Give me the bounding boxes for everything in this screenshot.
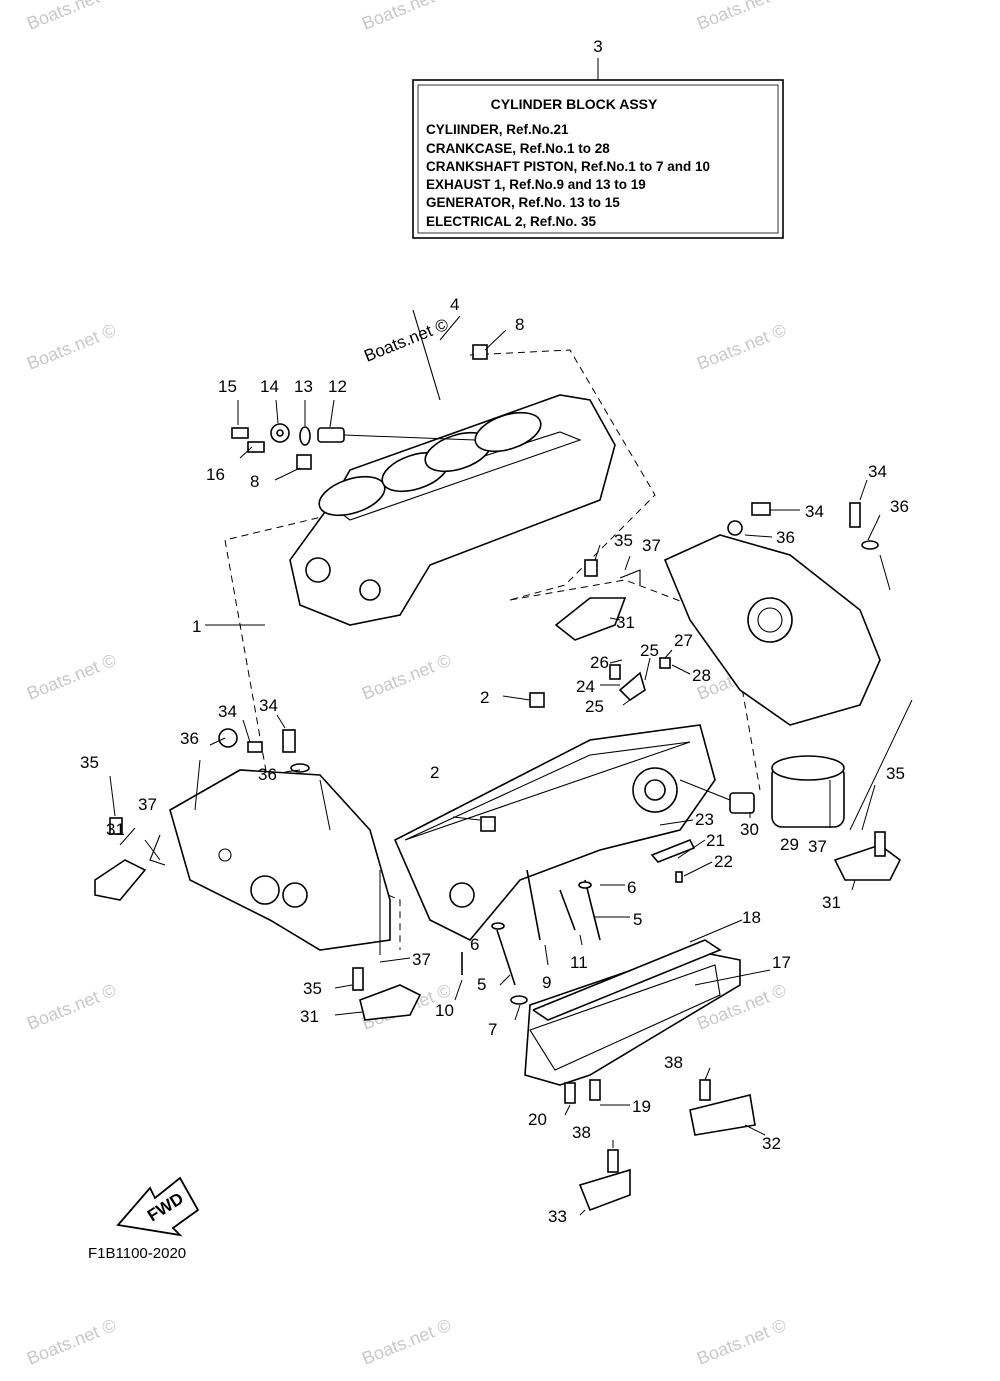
- callout: 13: [294, 377, 313, 396]
- crankcase-left: [94, 728, 391, 951]
- callout: 22: [714, 852, 733, 871]
- watermark: Boats.net ©: [694, 0, 789, 34]
- callout: 37: [138, 795, 157, 814]
- fwd-arrow: FWD: [116, 1176, 200, 1237]
- callout: 19: [632, 1097, 651, 1116]
- callout: 17: [772, 953, 791, 972]
- callout: 38: [572, 1123, 591, 1142]
- callout: 34: [868, 462, 887, 481]
- watermark: Boats.net ©: [359, 650, 454, 704]
- callout: 27: [674, 631, 693, 650]
- callout: 30: [740, 820, 759, 839]
- callout: 4: [450, 295, 459, 314]
- callout: 31: [616, 613, 635, 632]
- assembly-ref-number: 3: [593, 37, 602, 56]
- callout: 5: [477, 975, 486, 994]
- crankcase-upper: [393, 692, 716, 941]
- callout: 28: [692, 666, 711, 685]
- callout: 24: [576, 677, 595, 696]
- callout: 7: [488, 1020, 497, 1039]
- callout: 8: [515, 315, 524, 334]
- callout: 25: [585, 697, 604, 716]
- crankcase-right: [554, 502, 881, 726]
- callout: 10: [435, 1001, 454, 1020]
- callout: 37: [808, 837, 827, 856]
- callout: 35: [303, 979, 322, 998]
- callout: 1: [192, 617, 201, 636]
- callout: 34: [218, 702, 237, 721]
- callout: 2: [430, 763, 439, 782]
- drain-plug-set: [231, 399, 476, 481]
- callout: 25: [640, 641, 659, 660]
- callout: 5: [633, 910, 642, 929]
- callout: 38: [664, 1053, 683, 1072]
- watermark: Boats.net ©: [24, 980, 119, 1034]
- callout: 37: [412, 950, 431, 969]
- callout: 2: [480, 688, 489, 707]
- assembly-box: 3 CYLINDER BLOCK ASSY CYLIINDER, Ref.No.…: [412, 37, 784, 239]
- callout: 32: [762, 1134, 781, 1153]
- watermark: Boats.net ©: [694, 320, 789, 374]
- callout: 23: [695, 810, 714, 829]
- assembly-line: EXHAUST 1, Ref.No.9 and 13 to 19: [426, 177, 646, 192]
- callout: 15: [218, 377, 237, 396]
- watermark: Boats.net ©: [694, 1315, 789, 1369]
- watermark: Boats.net ©: [24, 0, 119, 34]
- callout: 18: [742, 908, 761, 927]
- callout: 35: [614, 531, 633, 550]
- watermark: Boats.net ©: [24, 1315, 119, 1369]
- callout: 6: [470, 935, 479, 954]
- callout: 33: [548, 1207, 567, 1226]
- callout: 8: [250, 472, 259, 491]
- watermark: Boats.net ©: [24, 320, 119, 374]
- assembly-line: CRANKSHAFT PISTON, Ref.No.1 to 7 and 10: [426, 159, 710, 174]
- callout: 16: [206, 465, 225, 484]
- oil-pan: [524, 919, 771, 1212]
- callout: 35: [886, 764, 905, 783]
- assembly-title: CYLINDER BLOCK ASSY: [491, 96, 658, 112]
- assembly-line: ELECTRICAL 2, Ref.No. 35: [426, 214, 597, 229]
- assembly-line: CYLIINDER, Ref.No.21: [426, 122, 569, 137]
- bolts: [461, 657, 711, 1173]
- callout: 34: [259, 696, 278, 715]
- cylinder-block: [289, 309, 616, 626]
- callout: 12: [328, 377, 347, 396]
- watermark-center: Boats.net ©: [361, 315, 451, 366]
- callouts: 1 2 2 4 5 5 6 6 7 8 8 9 10 11 12 13 14 1…: [80, 295, 909, 1226]
- assembly-line: GENERATOR, Ref.No. 13 to 15: [426, 195, 620, 210]
- watermark: Boats.net ©: [24, 650, 119, 704]
- callout: 31: [106, 820, 125, 839]
- watermarks: Boats.net © Boats.net © Boats.net © Boat…: [24, 0, 789, 1369]
- callout: 9: [542, 973, 551, 992]
- watermark: Boats.net ©: [359, 0, 454, 34]
- diagram-code: F1B1100-2020: [88, 1245, 186, 1262]
- callout: 37: [642, 536, 661, 555]
- callout: 11: [570, 953, 588, 972]
- callout: 6: [627, 878, 636, 897]
- assembly-line: CRANKCASE, Ref.No.1 to 28: [426, 141, 610, 156]
- callout: 29: [780, 835, 799, 854]
- callout: 14: [260, 377, 279, 396]
- callout: 36: [258, 765, 277, 784]
- callout: 36: [776, 528, 795, 547]
- callout: 21: [706, 831, 725, 850]
- callout: 26: [590, 653, 609, 672]
- callout: 36: [180, 729, 199, 748]
- callout: 36: [890, 497, 909, 516]
- engine-mounts: [352, 831, 902, 1021]
- callout: 20: [528, 1110, 547, 1129]
- oil-filter: [679, 755, 845, 828]
- leader-lines: [109, 479, 913, 1216]
- watermark: Boats.net ©: [359, 1315, 454, 1369]
- callout: 31: [822, 893, 841, 912]
- callout: 31: [300, 1007, 319, 1026]
- callout: 35: [80, 753, 99, 772]
- callout: 34: [805, 502, 824, 521]
